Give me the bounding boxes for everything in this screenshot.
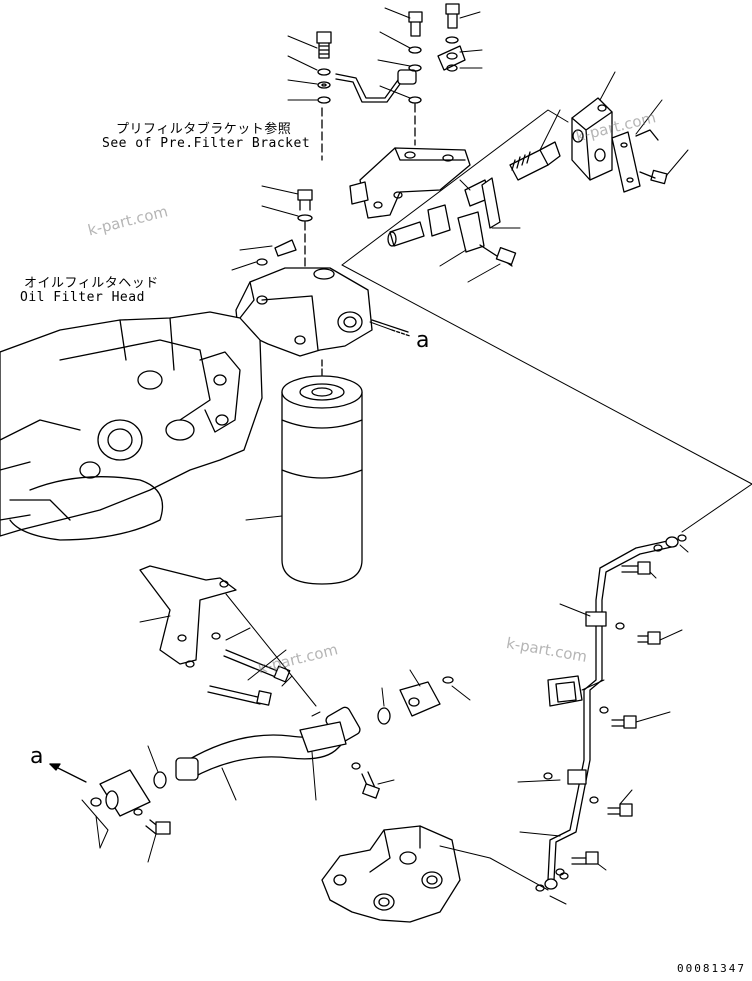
leader-cartridge xyxy=(246,516,282,520)
right-bracket-plate xyxy=(612,130,667,192)
leaders-upper-right xyxy=(440,72,688,282)
right-pipe-bolts xyxy=(544,562,660,879)
lower-bracket xyxy=(140,566,236,664)
leaders-hose xyxy=(148,670,470,800)
top-left-bolt-stack xyxy=(317,32,331,160)
small-bolt xyxy=(352,763,379,798)
leaders-top-left xyxy=(288,36,317,100)
oil-filter-head-label-jp: オイルフィルタヘッド xyxy=(24,276,159,291)
prefilter-bracket-label-en: See of Pre.Filter Bracket xyxy=(102,136,311,151)
engine-block xyxy=(0,312,262,540)
right-pipe-assembly xyxy=(536,535,686,891)
oil-filter-cartridge xyxy=(282,360,362,584)
hose-oring xyxy=(154,708,390,788)
view-reference-a-right: a xyxy=(416,328,430,353)
leaders-head-bolts xyxy=(232,186,298,270)
view-reference-a-left: a xyxy=(30,744,44,769)
long-bolts xyxy=(186,650,290,705)
assembly-reference-lines xyxy=(342,110,752,532)
head-bolts xyxy=(257,190,312,272)
leaders-lower-left xyxy=(140,594,320,716)
arrow-a-left xyxy=(50,764,86,782)
leaders-right-pipe xyxy=(518,545,688,904)
oil-filter-head-label-en: Oil Filter Head xyxy=(20,290,145,305)
flex-hose xyxy=(176,706,362,780)
left-adapter xyxy=(91,770,170,834)
pressure-switch xyxy=(510,142,560,180)
arrow-a-right xyxy=(372,320,408,332)
small-tube xyxy=(336,70,416,102)
leaders-top-right xyxy=(378,8,482,98)
prefilter-bracket xyxy=(350,148,470,218)
leaders-left-adapter xyxy=(82,800,156,862)
lower-housing xyxy=(322,826,548,922)
adapter-fitting xyxy=(400,677,453,716)
valve-block xyxy=(572,98,612,180)
top-right-bolt-stacks xyxy=(409,4,465,145)
fittings-center xyxy=(388,178,516,266)
document-number: 00081347 xyxy=(677,962,746,975)
oil-filter-head xyxy=(236,268,410,356)
prefilter-bracket-label-jp: プリフィルタブラケット参照 xyxy=(116,122,292,137)
